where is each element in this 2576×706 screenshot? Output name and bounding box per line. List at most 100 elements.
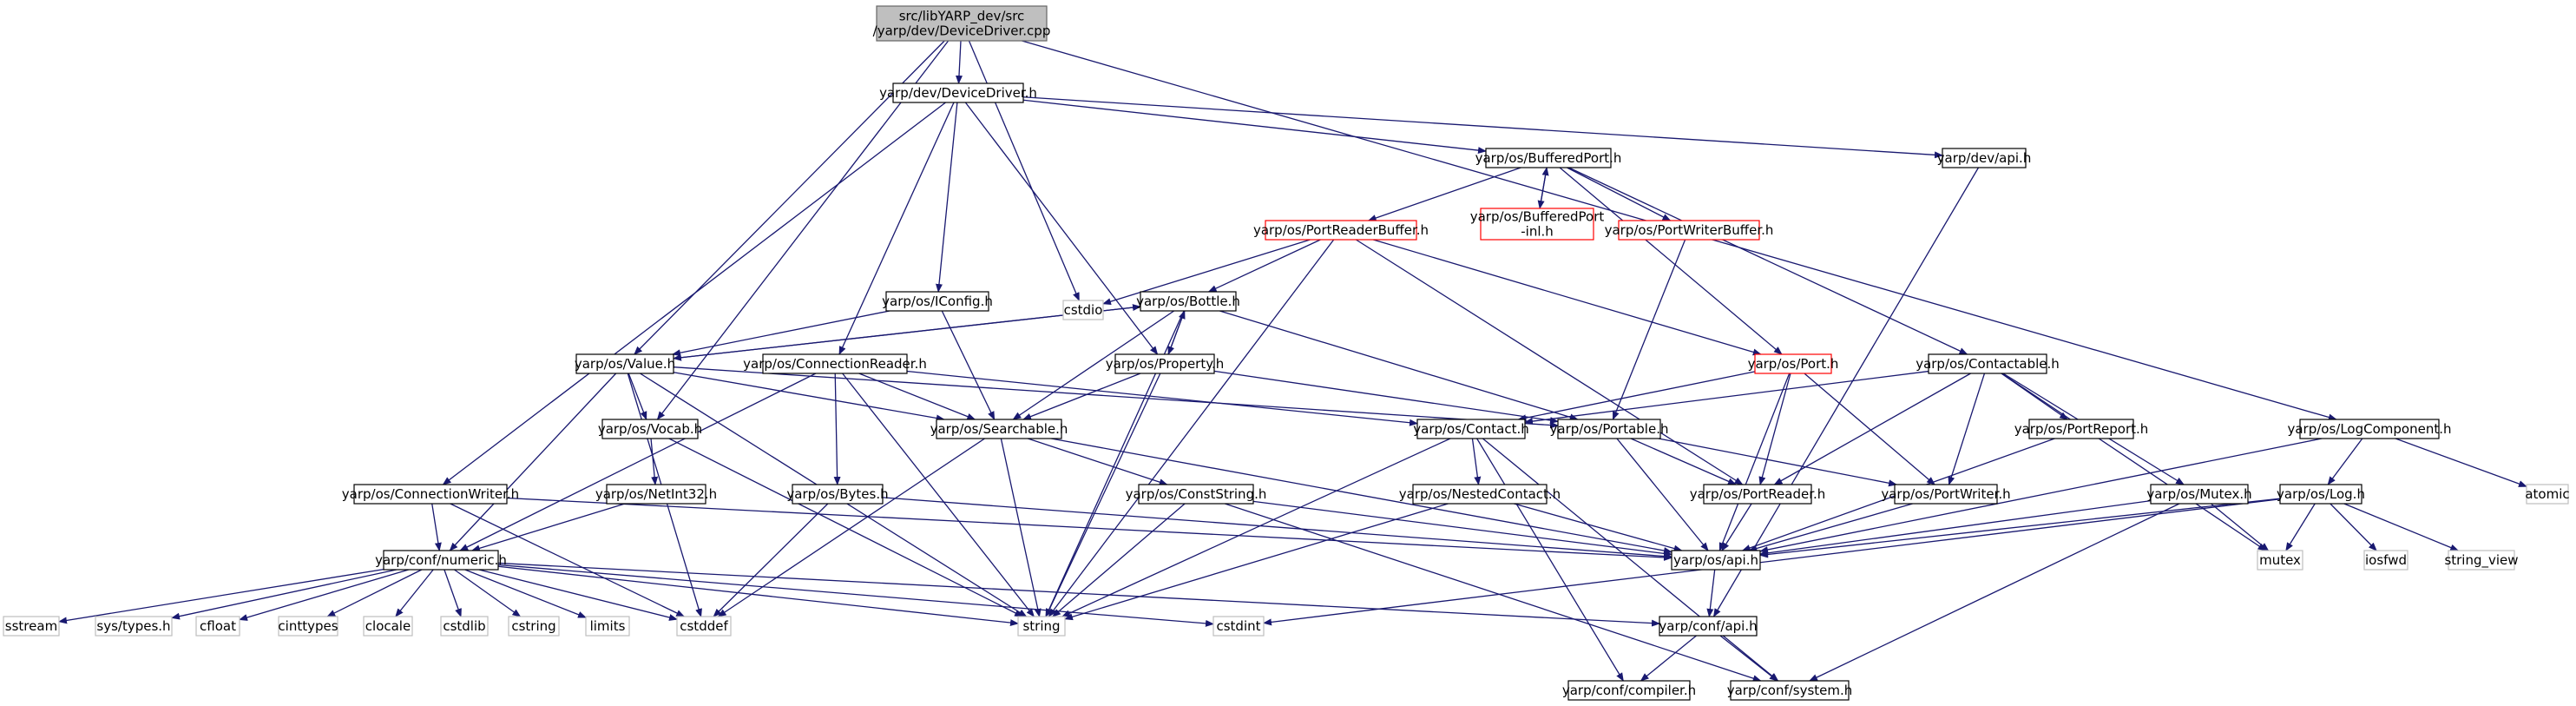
node-label: yarp/os/BufferedPort.h [1475, 150, 1622, 166]
node-searchable_h[interactable]: yarp/os/Searchable.h [930, 419, 1068, 439]
node-bufferedport_inl_h[interactable]: yarp/os/BufferedPort-inl.h [1470, 208, 1605, 241]
node-portreader_h[interactable]: yarp/os/PortReader.h [1690, 484, 1826, 505]
edge-port_h-to-portreader_h [1758, 373, 1791, 485]
node-cstddef[interactable]: cstddef [676, 616, 732, 637]
edge-vocab_h-to-netint32_h [650, 438, 659, 485]
node-nestedcontact_h[interactable]: yarp/os/NestedContact.h [1399, 484, 1561, 505]
node-portreport_h[interactable]: yarp/os/PortReport.h [2014, 419, 2149, 439]
edge-netint32_h-to-numeric_h [470, 503, 626, 552]
node-label: yarp/os/IConfig.h [882, 294, 993, 309]
node-limits[interactable]: limits [585, 616, 630, 637]
edge-bufferedport_h-to-portreaderbuffer_h [1367, 167, 1521, 221]
edge-value_h-to-portable_h [673, 366, 1559, 429]
node-box [1140, 291, 1237, 312]
edge-portreaderbuffer_h-to-portreader_h [1356, 239, 1744, 485]
edge-searchable_h-to-os_api_h [1051, 438, 1672, 554]
edge-numeric_h-to-string [497, 565, 1019, 627]
node-bufferedport_h[interactable]: yarp/os/BufferedPort.h [1475, 148, 1622, 168]
node-portwriterbuffer_h[interactable]: yarp/os/PortWriterBuffer.h [1605, 220, 1774, 241]
node-box [383, 550, 499, 571]
node-label: yarp/os/NetInt32.h [595, 486, 717, 502]
node-sys_types_h[interactable]: sys/types.h [95, 616, 173, 637]
node-property_h[interactable]: yarp/os/Property.h [1106, 353, 1224, 374]
edge-portwriterbuffer_h-to-portable_h [1612, 239, 1686, 420]
node-iosfwd[interactable]: iosfwd [2363, 550, 2408, 571]
node-log_h[interactable]: yarp/os/Log.h [2277, 484, 2365, 505]
node-contactable_h[interactable]: yarp/os/Contactable.h [1916, 353, 2060, 374]
node-cstdio[interactable]: cstdio [1062, 300, 1104, 320]
node-numeric_h[interactable]: yarp/conf/numeric.h [375, 550, 507, 571]
node-box [606, 484, 706, 505]
edge-bufferedport_h-to-portwriterbuffer_h [1567, 167, 1672, 221]
edge-value_h-to-bottle_h [673, 304, 1141, 360]
node-vocab_h[interactable]: yarp/os/Vocab.h [598, 419, 702, 439]
node-label: yarp/os/LogComponent.h [2287, 421, 2451, 437]
edge-property_h-to-bottle_h [1167, 310, 1186, 355]
node-label: yarp/os/NestedContact.h [1399, 486, 1561, 502]
node-conststring_h[interactable]: yarp/os/ConstString.h [1126, 484, 1267, 505]
edge-root-to-cstdio [968, 40, 1080, 301]
nodes-layer: src/libYARP_dev/src/yarp/dev/DeviceDrive… [3, 5, 2570, 701]
node-mutex[interactable]: mutex [2257, 550, 2303, 571]
edge-iconfig_h-to-value_h [672, 310, 890, 357]
node-mutex_h[interactable]: yarp/os/Mutex.h [2146, 484, 2252, 505]
node-atomic[interactable]: atomic [2525, 484, 2570, 505]
node-connectionwriter_h[interactable]: yarp/os/ConnectionWriter.h [342, 484, 519, 505]
node-box [2150, 484, 2249, 505]
node-label: yarp/os/Contactable.h [1916, 356, 2060, 372]
node-box [2299, 419, 2440, 439]
node-port_h[interactable]: yarp/os/Port.h [1748, 353, 1839, 374]
node-value_h[interactable]: yarp/os/Value.h [575, 353, 675, 374]
node-box [1114, 353, 1215, 374]
node-os_api_h[interactable]: yarp/os/api.h [1671, 550, 1761, 571]
edge-vocab_h-to-string [668, 438, 1024, 617]
node-cstring[interactable]: cstring [508, 616, 560, 637]
node-box [1942, 148, 2027, 168]
edge-log_h-to-os_api_h [1759, 498, 2281, 558]
node-bottle_h[interactable]: yarp/os/Bottle.h [1136, 291, 1240, 312]
node-label: atomic [2525, 486, 2569, 502]
node-cfloat[interactable]: cfloat [195, 616, 240, 637]
edge-devicedriver_h-to-connectionreader_h [838, 102, 955, 355]
node-label: yarp/os/Mutex.h [2146, 486, 2251, 502]
node-label: yarp/conf/system.h [1727, 683, 1853, 698]
node-label: limits [590, 618, 626, 634]
node-box [892, 82, 1024, 103]
node-bytes_h[interactable]: yarp/os/Bytes.h [786, 484, 889, 505]
node-netint32_h[interactable]: yarp/os/NetInt32.h [595, 484, 717, 505]
edge-log_h-to-iosfwd [2330, 503, 2377, 551]
edge-searchable_h-to-string [1000, 438, 1042, 617]
node-compiler_h[interactable]: yarp/conf/compiler.h [1562, 680, 1696, 701]
node-iconfig_h[interactable]: yarp/os/IConfig.h [882, 291, 993, 312]
node-portwriter_h[interactable]: yarp/os/PortWriter.h [1881, 484, 2011, 505]
edge-log_h-to-cstdint [1263, 498, 2281, 626]
node-box [353, 484, 508, 505]
edge-conststring_h-to-os_api_h [1252, 500, 1672, 558]
node-portable_h[interactable]: yarp/os/Portable.h [1550, 419, 1669, 439]
node-box [1062, 300, 1104, 320]
node-box [1416, 419, 1526, 439]
node-connectionreader_h[interactable]: yarp/os/ConnectionReader.h [743, 353, 927, 374]
node-devicedriver_h[interactable]: yarp/dev/DeviceDriver.h [879, 82, 1037, 103]
node-conf_api_h[interactable]: yarp/conf/api.h [1659, 616, 1758, 637]
node-root[interactable]: src/libYARP_dev/src/yarp/dev/DeviceDrive… [873, 5, 1051, 42]
node-box [585, 616, 630, 637]
node-box [3, 616, 60, 637]
node-string[interactable]: string [1017, 616, 1066, 637]
node-contact_h[interactable]: yarp/os/Contact.h [1413, 419, 1529, 439]
edge-root-to-devicedriver_h [956, 40, 963, 84]
node-clocale[interactable]: clocale [363, 616, 413, 637]
node-logcomponent_h[interactable]: yarp/os/LogComponent.h [2287, 419, 2452, 439]
node-cstdint[interactable]: cstdint [1212, 616, 1265, 637]
node-label: -inl.h [1521, 224, 1554, 240]
node-label: yarp/os/BufferedPort [1470, 209, 1605, 225]
node-cinttypes[interactable]: cinttypes [278, 616, 338, 637]
node-portreaderbuffer_h[interactable]: yarp/os/PortReaderBuffer.h [1253, 220, 1429, 241]
node-string_view[interactable]: string_view [2444, 550, 2519, 571]
node-cstdlib[interactable]: cstdlib [440, 616, 489, 637]
node-label: yarp/os/Vocab.h [598, 421, 702, 437]
node-system_h[interactable]: yarp/conf/system.h [1727, 680, 1853, 701]
node-dev_api_h[interactable]: yarp/dev/api.h [1937, 148, 2032, 168]
edge-contactable_h-to-contact_h [1524, 370, 1929, 426]
node-sstream[interactable]: sstream [3, 616, 60, 637]
